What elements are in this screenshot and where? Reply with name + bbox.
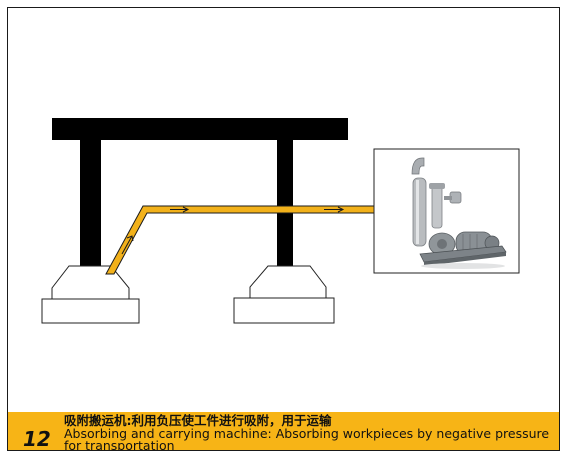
gantry-beam (52, 118, 348, 140)
caption-title-chinese: 吸附搬运机:利用负压使工件进行吸附，用于运输 (64, 413, 332, 428)
right-base-pedestal (249, 265, 327, 299)
vacuum-pump-photo (373, 148, 520, 274)
left-base-slab (41, 298, 140, 324)
gantry-left-leg (80, 139, 101, 269)
caption-text: 吸附搬运机:利用负压使工件进行吸附，用于运输 Absorbing and car… (64, 414, 554, 451)
diagram-canvas (41, 118, 520, 324)
arrow-up-right-icon (121, 235, 134, 255)
figure-frame: 12 吸附搬运机:利用负压使工件进行吸附，用于运输 Absorbing and … (7, 7, 560, 451)
left-base-pedestal (51, 265, 130, 300)
right-base-slab (233, 297, 335, 324)
arrow-right-icon (324, 206, 345, 213)
gantry-right-leg (277, 139, 293, 269)
caption-bar: 12 吸附搬运机:利用负压使工件进行吸附，用于运输 Absorbing and … (8, 412, 559, 451)
figure-number: 12 (23, 427, 51, 451)
caption-title-english: Absorbing and carrying machine: Absorbin… (64, 426, 550, 451)
vacuum-pipe (105, 205, 379, 275)
arrow-right-icon (170, 206, 190, 213)
